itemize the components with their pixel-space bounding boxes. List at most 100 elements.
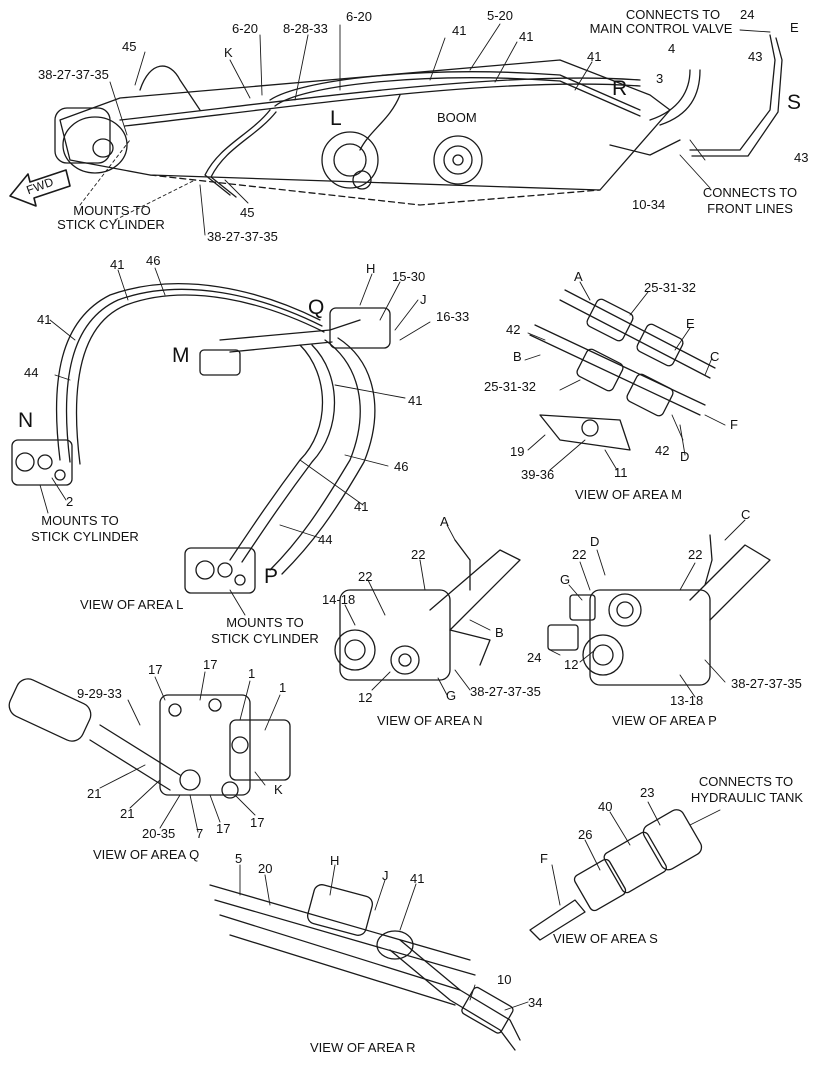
q-part-1-b: 1 (279, 680, 287, 695)
s-connects-line2: HYDRAULIC TANK (690, 790, 804, 805)
leader-lines-q (99, 671, 281, 833)
l-part-41-c: 41 (408, 393, 423, 408)
l-part-44-b: 44 (318, 532, 333, 547)
m-part-42: 42 (506, 322, 521, 337)
q-part-17-d: 17 (250, 815, 265, 830)
l-part-46-b: 46 (394, 459, 409, 474)
leader-lines-p (549, 519, 746, 698)
n-part-22: 22 (411, 547, 426, 562)
q-part-17: 17 (148, 662, 163, 677)
q-part-7: 7 (196, 826, 204, 841)
part-number-5-20: 5-20 (487, 8, 514, 23)
m-part-25-31-32-b: 25-31-32 (484, 379, 537, 394)
p-part-38-27-37-35: 38-27-37-35 (731, 676, 802, 691)
p-mounts-line2: STICK CYLINDER (211, 631, 319, 646)
area-marker-s: S (787, 91, 802, 114)
p-part-22-b: 22 (688, 547, 703, 562)
q-part-9-29-33: 9-29-33 (77, 686, 122, 701)
n-part-a: A (440, 514, 449, 529)
l-part-41-d: 41 (354, 499, 369, 514)
m-part-42-b: 42 (655, 443, 670, 458)
area-r-lines (209, 884, 521, 1051)
connects-front-line1: CONNECTS TO (702, 185, 798, 200)
m-part-25-31-32: 25-31-32 (644, 280, 697, 295)
m-part-a: A (574, 269, 583, 284)
n-mounts-line1: MOUNTS TO (41, 513, 119, 528)
part-number-41: 41 (452, 23, 467, 38)
boom-assembly (54, 59, 681, 206)
part-number-43: 43 (748, 49, 763, 64)
l-part-44: 44 (24, 365, 39, 380)
m-part-11: 11 (614, 465, 628, 480)
q-part-17-c: 17 (216, 821, 231, 836)
q-part-1: 1 (248, 666, 256, 681)
area-s-fitting (529, 809, 703, 941)
l-part-46: 46 (146, 253, 161, 268)
n-part-g: G (446, 688, 457, 703)
l-part-41-b: 41 (37, 312, 52, 327)
p-part-13-18: 13-18 (670, 693, 704, 708)
connects-front-line2: FRONT LINES (707, 201, 793, 216)
connects-main-line1: CONNECTS TO (625, 7, 721, 22)
q-part-17-b: 17 (203, 657, 218, 672)
s-part-26: 26 (578, 827, 593, 842)
s-part-40: 40 (598, 799, 613, 814)
connects-main-line2: MAIN CONTROL VALVE (589, 21, 733, 36)
m-part-19: 19 (510, 444, 525, 459)
area-marker-r: R (612, 77, 628, 100)
s-part-23: 23 (640, 785, 655, 800)
l-part-2: 2 (66, 494, 74, 509)
part-number-38-27-37-35: 38-27-37-35 (38, 67, 109, 82)
q-part-21-b: 21 (120, 806, 135, 821)
view-l-caption: VIEW OF AREA L (80, 597, 184, 612)
m-part-b: B (513, 349, 522, 364)
mounts-stick-line1: MOUNTS TO (73, 203, 151, 218)
view-n-caption: VIEW OF AREA N (377, 713, 483, 728)
p-part-c: C (741, 507, 751, 522)
part-number-10-34: 10-34 (632, 197, 666, 212)
area-p-valve (547, 534, 771, 686)
n-part-12: 12 (358, 690, 373, 705)
m-part-39-36: 39-36 (521, 467, 555, 482)
part-letter-e: E (790, 20, 799, 35)
part-number-43-b: 43 (794, 150, 809, 165)
leader-lines-r (239, 864, 529, 1011)
n-part-14-18: 14-18 (322, 592, 356, 607)
leader-lines-n (344, 524, 491, 696)
area-marker-p: P (264, 565, 279, 588)
part-number-6-20: 6-20 (232, 21, 259, 36)
l-part-j: J (420, 292, 427, 307)
part-number-45: 45 (122, 39, 137, 54)
l-part-16-33: 16-33 (436, 309, 470, 324)
m-part-f: F (730, 417, 738, 432)
l-part-15-30: 15-30 (392, 269, 426, 284)
area-marker-m: M (172, 344, 190, 367)
r-part-34: 34 (528, 995, 543, 1010)
p-part-g: G (560, 572, 571, 587)
boom-label: BOOM (437, 110, 477, 125)
area-n-valve (334, 539, 521, 681)
leader-lines-main (79, 23, 771, 236)
area-m-fittings (529, 289, 716, 451)
q-part-20-35: 20-35 (142, 826, 176, 841)
n-part-22-b: 22 (358, 569, 373, 584)
view-m-caption: VIEW OF AREA M (575, 487, 682, 502)
n-part-b: B (495, 625, 504, 640)
q-part-21: 21 (87, 786, 102, 801)
p-part-22: 22 (572, 547, 587, 562)
p-mounts-line1: MOUNTS TO (226, 615, 304, 630)
q-part-k: K (274, 782, 283, 797)
r-part-5: 5 (235, 851, 243, 866)
pump-l (321, 131, 379, 190)
area-q-block (8, 678, 291, 799)
mounts-stick-line2: STICK CYLINDER (57, 217, 165, 232)
m-part-e: E (686, 316, 695, 331)
view-r-caption: VIEW OF AREA R (310, 1040, 416, 1055)
m-part-c: C (710, 349, 720, 364)
valve-p (184, 547, 256, 594)
n-part-38-27-37-35: 38-27-37-35 (470, 684, 541, 699)
area-marker-n: N (18, 409, 34, 432)
area-l-hoses (55, 283, 391, 575)
